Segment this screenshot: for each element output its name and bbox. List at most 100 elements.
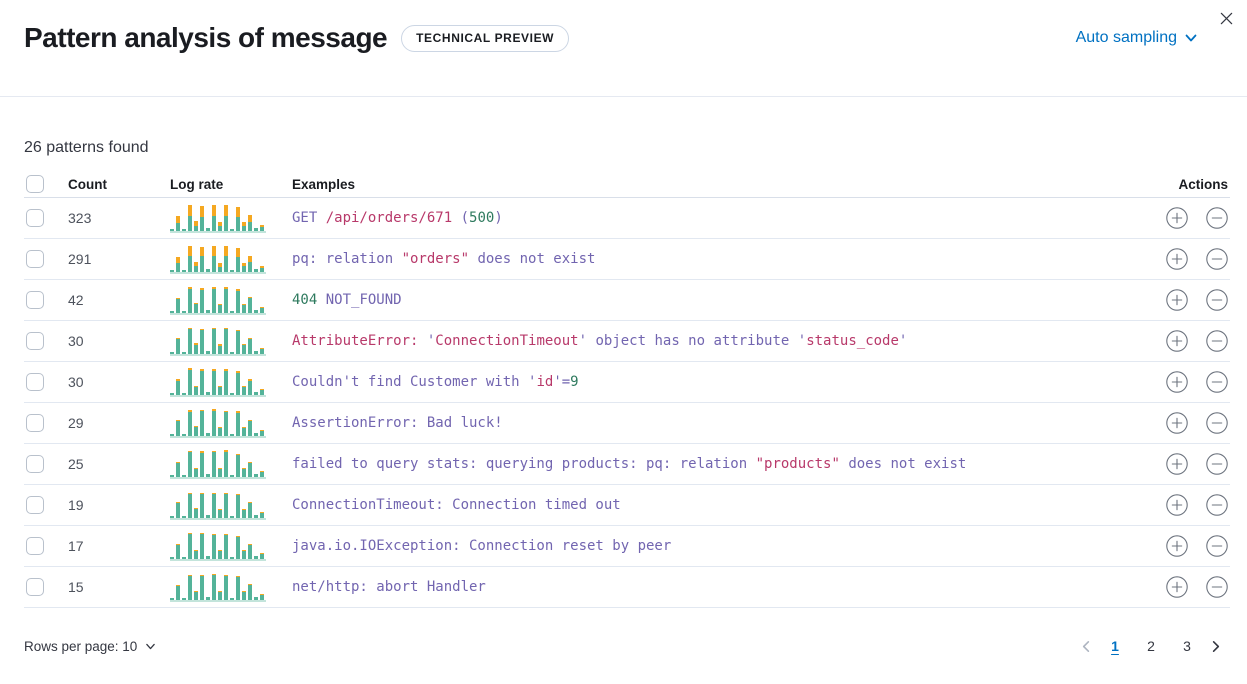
sparkline-bar — [242, 591, 246, 600]
row-checkbox[interactable] — [26, 209, 44, 227]
sparkline-bar — [194, 468, 198, 477]
sparkline-bar — [188, 451, 192, 477]
sparkline-bar — [224, 534, 228, 559]
sparkline-bar — [176, 462, 180, 477]
sparkline-bar — [242, 550, 246, 559]
count-value: 29 — [68, 415, 84, 431]
filter-out-minus-icon[interactable] — [1206, 371, 1228, 393]
sparkline-bar — [170, 598, 174, 600]
sparkline-bar — [170, 557, 174, 559]
example-text: 404 NOT_FOUND — [292, 292, 402, 308]
sparkline-bar — [218, 222, 222, 231]
sparkline-bar — [230, 311, 234, 313]
sparkline-bar — [170, 270, 174, 272]
filter-out-minus-icon[interactable] — [1206, 412, 1228, 434]
sparkline-bar — [224, 575, 228, 600]
sparkline-bar — [248, 544, 252, 559]
sparkline-bar — [242, 222, 246, 231]
sampling-dropdown[interactable]: Auto sampling — [1076, 29, 1199, 47]
sparkline-bar — [230, 516, 234, 518]
rows-per-page-selector[interactable]: Rows per page: 10 — [24, 639, 157, 654]
previous-page-icon[interactable] — [1079, 639, 1094, 654]
page-button-1[interactable]: 1 — [1111, 638, 1119, 654]
sparkline-bar — [212, 369, 216, 395]
sparkline-bar — [182, 229, 186, 231]
sparkline-bar — [224, 287, 228, 313]
filter-out-minus-icon[interactable] — [1206, 494, 1228, 516]
sparkline-bar — [194, 386, 198, 395]
sparkline-bar — [236, 248, 240, 272]
row-checkbox[interactable] — [26, 291, 44, 309]
sparkline-bar — [242, 509, 246, 518]
log-rate-sparkline — [170, 408, 266, 438]
sparkline-bar — [194, 591, 198, 600]
filter-out-minus-icon[interactable] — [1206, 207, 1228, 229]
chevron-down-icon — [1183, 30, 1199, 46]
filter-in-plus-icon[interactable] — [1166, 453, 1188, 475]
sparkline-bar — [230, 270, 234, 272]
sparkline-bar — [254, 597, 258, 600]
sparkline-bar — [212, 205, 216, 231]
row-checkbox[interactable] — [26, 373, 44, 391]
sparkline-bar — [230, 475, 234, 477]
filter-in-plus-icon[interactable] — [1166, 371, 1188, 393]
select-all-checkbox[interactable] — [26, 175, 44, 193]
log-rate-sparkline — [170, 285, 266, 315]
filter-in-plus-icon[interactable] — [1166, 330, 1188, 352]
sparkline-bar — [206, 392, 210, 395]
sparkline-bar — [176, 420, 180, 436]
close-icon[interactable] — [1213, 5, 1239, 31]
row-checkbox[interactable] — [26, 414, 44, 432]
row-checkbox[interactable] — [26, 250, 44, 268]
sparkline-bar — [260, 266, 264, 272]
sparkline-bar — [242, 344, 246, 354]
filter-in-plus-icon[interactable] — [1166, 248, 1188, 270]
count-value: 15 — [68, 579, 84, 595]
sparkline-bar — [200, 247, 204, 272]
sparkline-bar — [194, 343, 198, 354]
sparkline-bar — [218, 591, 222, 600]
sparkline-bar — [260, 512, 264, 518]
row-checkbox[interactable] — [26, 537, 44, 555]
filter-in-plus-icon[interactable] — [1166, 576, 1188, 598]
filter-out-minus-icon[interactable] — [1206, 453, 1228, 475]
next-page-icon[interactable] — [1208, 639, 1223, 654]
sparkline-bar — [188, 575, 192, 600]
sparkline-bar — [236, 411, 240, 436]
filter-out-minus-icon[interactable] — [1206, 535, 1228, 557]
sparkline-bar — [194, 508, 198, 518]
page-button-2[interactable]: 2 — [1147, 638, 1155, 654]
sparkline-bar — [230, 393, 234, 395]
sparkline-bar — [194, 426, 198, 436]
filter-in-plus-icon[interactable] — [1166, 535, 1188, 557]
filter-out-minus-icon[interactable] — [1206, 289, 1228, 311]
sparkline-bar — [206, 269, 210, 272]
filter-in-plus-icon[interactable] — [1166, 412, 1188, 434]
row-checkbox[interactable] — [26, 455, 44, 473]
sparkline-bar — [218, 344, 222, 354]
sparkline-bar — [182, 557, 186, 559]
filter-in-plus-icon[interactable] — [1166, 289, 1188, 311]
filter-in-plus-icon[interactable] — [1166, 494, 1188, 516]
example-text: net/http: abort Handler — [292, 579, 486, 595]
filter-out-minus-icon[interactable] — [1206, 576, 1228, 598]
sparkline-bar — [224, 369, 228, 395]
sparkline-bar — [176, 257, 180, 272]
sparkline-bar — [212, 246, 216, 272]
row-checkbox[interactable] — [26, 332, 44, 350]
filter-out-minus-icon[interactable] — [1206, 330, 1228, 352]
sparkline-bar — [224, 450, 228, 477]
patterns-found-summary: 26 patterns found — [24, 139, 149, 156]
example-text: GET /api/orders/671 (500) — [292, 210, 503, 226]
filter-out-minus-icon[interactable] — [1206, 248, 1228, 270]
row-checkbox[interactable] — [26, 578, 44, 596]
log-rate-sparkline — [170, 531, 266, 561]
filter-in-plus-icon[interactable] — [1166, 207, 1188, 229]
row-checkbox[interactable] — [26, 496, 44, 514]
sparkline-bar — [200, 206, 204, 231]
example-text: pq: relation "orders" does not exist — [292, 251, 596, 267]
page-button-3[interactable]: 3 — [1183, 638, 1191, 654]
sparkline-bar — [182, 270, 186, 272]
